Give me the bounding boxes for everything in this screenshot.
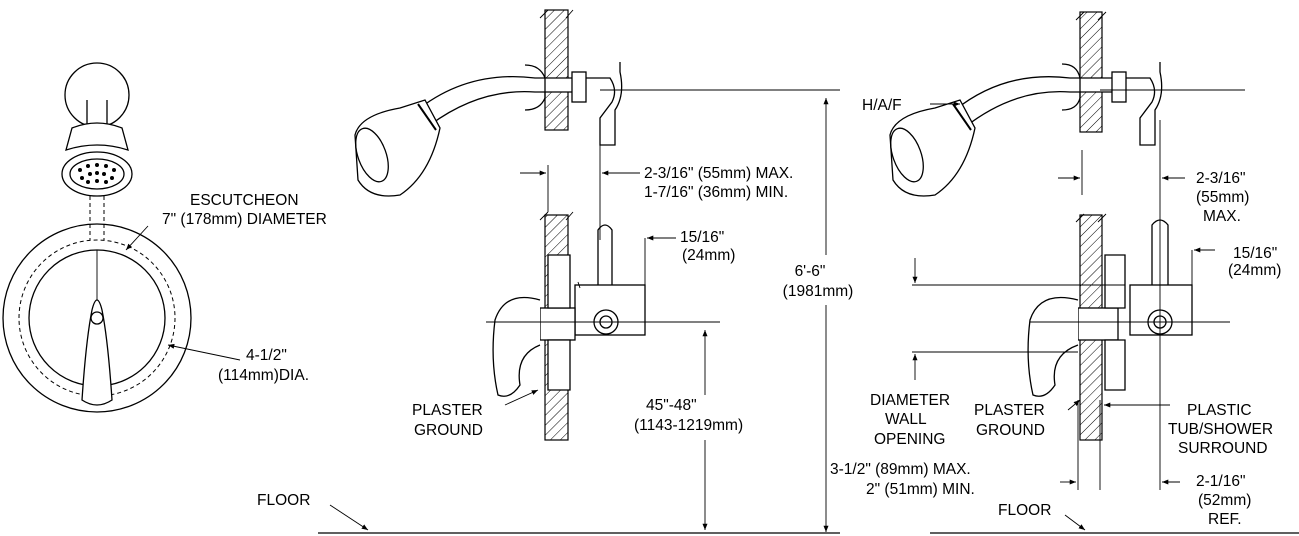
escutcheon-front-drawing [2,223,192,413]
surround-label-1: PLASTIC [1187,402,1252,419]
valve-right [1027,219,1193,397]
wall-opening-label-1: DIAMETER [870,392,950,409]
wall-upper-right [1079,11,1103,133]
diameter-label-2: (114mm)DIA. [218,367,309,384]
escutcheon-label-2: 7" (178mm) DIAMETER [162,211,327,228]
side-view-right [889,11,1245,490]
showerhead-front-drawing [61,62,133,240]
wall-upper-left [544,9,569,131]
front-view [2,62,241,413]
valve-depth-right-label-2: (24mm) [1228,262,1281,279]
valve-depth-left-label-1: 15/16" [680,229,724,246]
opening-dim-label-2: 2" (51mm) MIN. [866,481,975,498]
arm-offset-right-label-2: (55mm) [1196,189,1249,206]
opening-dim-label-1: 3-1/2" (89mm) MAX. [830,461,971,478]
surround-label-3: SURROUND [1178,440,1268,457]
arm-offset-label-2: 1-7/16" (36mm) MIN. [644,184,788,201]
arm-offset-label-1: 2-3/16" (55mm) MAX. [644,165,793,182]
surround-label-2: TUB/SHOWER [1168,421,1273,438]
height-valve-label-2: (1143-1219mm) [634,417,743,434]
arm-offset-right-label-1: 2-3/16" [1196,170,1245,187]
valve-depth-left-label-2: (24mm) [682,247,735,264]
plaster-right-label-2: GROUND [976,422,1045,439]
diameter-leader [167,343,241,361]
escutcheon-label-1: ESCUTCHEON [190,192,299,209]
ref-label-3: REF. [1208,511,1242,528]
plaster-left-label-2: GROUND [414,422,483,439]
ref-label-2: (52mm) [1198,492,1251,509]
valve-depth-right-label-1: 15/16" [1233,245,1277,262]
floor-label-left: FLOOR [257,492,310,509]
escutcheon-leader [125,225,149,251]
ref-label-1: 2-1/16" [1196,473,1245,490]
height-total-label-1: 6'-6" [795,263,826,280]
arm-offset-right-label-3: MAX. [1203,208,1241,225]
wall-opening-label-2: WALL [885,411,927,428]
diameter-label-1: 4-1/2" [246,347,287,364]
height-total-label-2: (1981mm) [783,283,854,300]
plaster-left-label-1: PLASTER [412,402,483,419]
side-view-middle [354,9,840,532]
shower-arm-right [889,62,1163,197]
plaster-right-label-1: PLASTER [974,402,1045,419]
shower-arm-middle [354,62,623,197]
wall-opening-label-3: OPENING [874,431,945,448]
height-valve-label-1: 45"-48" [646,397,697,414]
floor-label-right: FLOOR [998,502,1051,519]
haf-label: H/A/F [862,97,902,114]
valve-middle [492,224,646,397]
